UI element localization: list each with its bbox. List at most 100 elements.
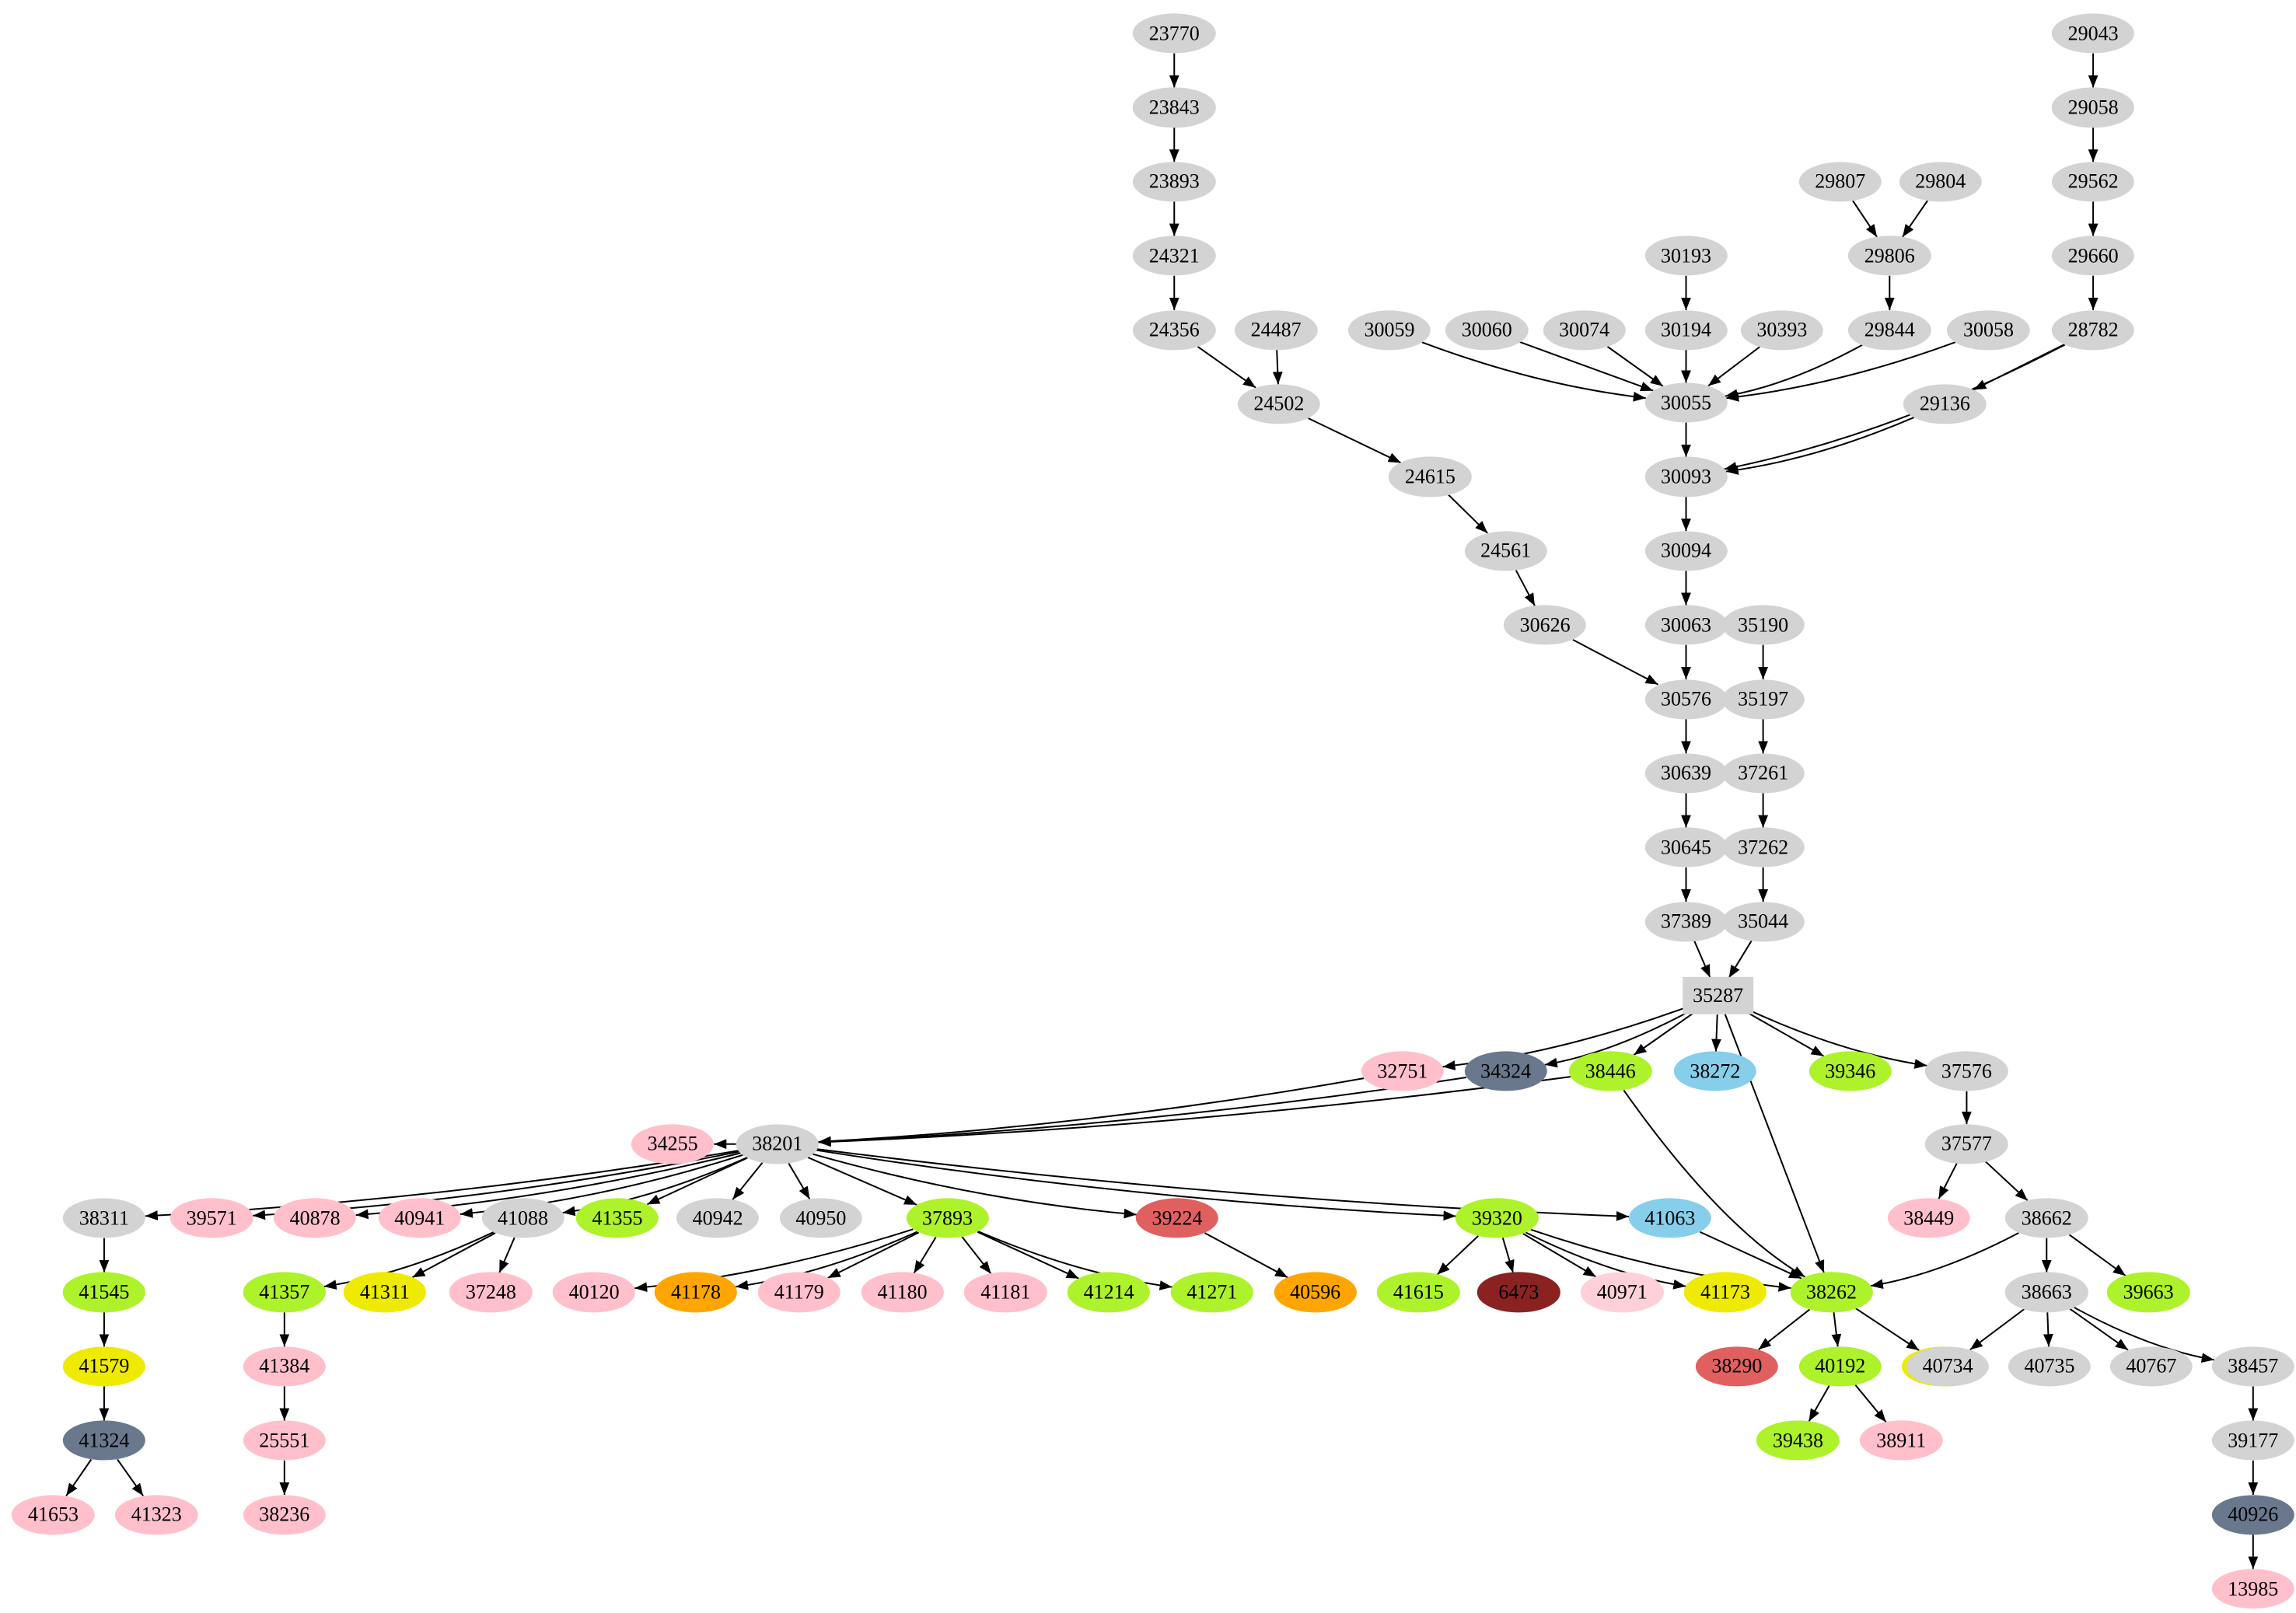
graph-node-41545[interactable]: 41545 [62, 1272, 146, 1313]
graph-node-41088[interactable]: 41088 [481, 1198, 564, 1238]
graph-node-38449[interactable]: 38449 [1887, 1198, 1970, 1238]
graph-node-29807[interactable]: 29807 [1798, 162, 1882, 202]
graph-node-39346[interactable]: 39346 [1808, 1051, 1892, 1091]
graph-node-41063[interactable]: 41063 [1628, 1198, 1712, 1238]
graph-node-24502[interactable]: 24502 [1237, 384, 1321, 424]
graph-node-40734[interactable]: 40734 [1906, 1346, 1990, 1387]
graph-node-39663[interactable]: 39663 [2106, 1272, 2190, 1313]
graph-node-38290[interactable]: 38290 [1695, 1346, 1779, 1387]
graph-node-41653[interactable]: 41653 [12, 1495, 95, 1535]
graph-node-41271[interactable]: 41271 [1170, 1272, 1254, 1313]
graph-node-39320[interactable]: 39320 [1456, 1198, 1539, 1238]
graph-node-6473[interactable]: 6473 [1477, 1272, 1560, 1313]
graph-node-41357[interactable]: 41357 [243, 1272, 326, 1313]
graph-node-29058[interactable]: 29058 [2051, 87, 2135, 127]
graph-node-38446[interactable]: 38446 [1569, 1051, 1652, 1091]
graph-node-29562[interactable]: 29562 [2051, 162, 2135, 202]
graph-node-40926[interactable]: 40926 [2211, 1495, 2294, 1535]
graph-node-41323[interactable]: 41323 [115, 1495, 198, 1535]
graph-node-41384[interactable]: 41384 [243, 1346, 326, 1387]
graph-node-40120[interactable]: 40120 [552, 1272, 636, 1313]
graph-node-30193[interactable]: 30193 [1644, 236, 1728, 276]
graph-node-41579[interactable]: 41579 [62, 1346, 146, 1387]
graph-node-41180[interactable]: 41180 [861, 1272, 944, 1313]
graph-node-30093[interactable]: 30093 [1644, 456, 1728, 497]
graph-node-37577[interactable]: 37577 [1925, 1124, 2008, 1164]
graph-node-24356[interactable]: 24356 [1133, 309, 1216, 351]
graph-node-30063[interactable]: 30063 [1644, 605, 1728, 645]
graph-node-23770[interactable]: 23770 [1133, 13, 1216, 54]
graph-node-29806[interactable]: 29806 [1848, 236, 1931, 276]
graph-node-35190[interactable]: 35190 [1721, 605, 1805, 645]
graph-node-37262[interactable]: 37262 [1721, 827, 1805, 868]
graph-node-37261[interactable]: 37261 [1721, 753, 1805, 794]
graph-node-38272[interactable]: 38272 [1673, 1051, 1757, 1091]
graph-node-41355[interactable]: 41355 [575, 1198, 659, 1238]
graph-node-35287[interactable]: 35287 [1682, 976, 1754, 1015]
graph-node-30058[interactable]: 30058 [1947, 309, 2030, 351]
graph-node-24321[interactable]: 24321 [1133, 236, 1216, 276]
graph-node-30576[interactable]: 30576 [1644, 679, 1728, 720]
graph-node-41181[interactable]: 41181 [964, 1272, 1047, 1313]
graph-node-32751[interactable]: 32751 [1361, 1051, 1445, 1091]
graph-node-38457[interactable]: 38457 [2211, 1346, 2294, 1387]
graph-node-29660[interactable]: 29660 [2051, 236, 2135, 276]
graph-node-40941[interactable]: 40941 [378, 1198, 461, 1238]
graph-node-41173[interactable]: 41173 [1683, 1272, 1767, 1313]
graph-node-40971[interactable]: 40971 [1581, 1272, 1664, 1313]
graph-node-30393[interactable]: 30393 [1740, 309, 1824, 351]
graph-node-34255[interactable]: 34255 [631, 1124, 715, 1164]
graph-node-37893[interactable]: 37893 [906, 1198, 989, 1238]
graph-node-41214[interactable]: 41214 [1067, 1272, 1151, 1313]
graph-node-39438[interactable]: 39438 [1756, 1420, 1840, 1461]
graph-node-30626[interactable]: 30626 [1503, 605, 1587, 645]
graph-node-37248[interactable]: 37248 [449, 1272, 533, 1313]
graph-node-28782[interactable]: 28782 [2051, 309, 2135, 351]
graph-node-30094[interactable]: 30094 [1644, 531, 1728, 571]
graph-node-13985[interactable]: 13985 [2211, 1569, 2294, 1609]
graph-node-35197[interactable]: 35197 [1721, 679, 1805, 720]
graph-node-29844[interactable]: 29844 [1848, 309, 1931, 351]
graph-node-41324[interactable]: 41324 [62, 1420, 146, 1461]
graph-node-30639[interactable]: 30639 [1644, 753, 1728, 794]
graph-node-40596[interactable]: 40596 [1274, 1272, 1357, 1313]
graph-node-30055[interactable]: 30055 [1644, 382, 1728, 423]
graph-node-24487[interactable]: 24487 [1234, 309, 1318, 351]
graph-node-40192[interactable]: 40192 [1798, 1346, 1882, 1387]
graph-node-41311[interactable]: 41311 [343, 1272, 427, 1313]
graph-node-40735[interactable]: 40735 [2008, 1346, 2092, 1387]
graph-node-29043[interactable]: 29043 [2051, 13, 2135, 54]
graph-node-39177[interactable]: 39177 [2211, 1420, 2294, 1461]
graph-node-38262[interactable]: 38262 [1790, 1272, 1873, 1313]
graph-node-39224[interactable]: 39224 [1135, 1198, 1219, 1238]
graph-node-24561[interactable]: 24561 [1464, 531, 1547, 571]
graph-node-30074[interactable]: 30074 [1543, 309, 1626, 351]
graph-node-25551[interactable]: 25551 [243, 1420, 326, 1461]
graph-node-24615[interactable]: 24615 [1389, 456, 1472, 497]
graph-node-29804[interactable]: 29804 [1899, 162, 1982, 202]
graph-node-40767[interactable]: 40767 [2109, 1346, 2193, 1387]
graph-node-35044[interactable]: 35044 [1721, 902, 1805, 942]
graph-node-30060[interactable]: 30060 [1445, 309, 1529, 351]
graph-node-39571[interactable]: 39571 [170, 1198, 253, 1238]
graph-node-38311[interactable]: 38311 [62, 1198, 146, 1238]
graph-node-41179[interactable]: 41179 [757, 1272, 840, 1313]
graph-node-29136[interactable]: 29136 [1903, 384, 1987, 424]
graph-node-41178[interactable]: 41178 [654, 1272, 738, 1313]
graph-node-23843[interactable]: 23843 [1133, 87, 1216, 127]
graph-node-23893[interactable]: 23893 [1133, 162, 1216, 202]
graph-node-38911[interactable]: 38911 [1860, 1420, 1943, 1461]
graph-node-40878[interactable]: 40878 [273, 1198, 357, 1238]
graph-node-41615[interactable]: 41615 [1377, 1272, 1460, 1313]
graph-node-37389[interactable]: 37389 [1644, 902, 1728, 942]
graph-node-38663[interactable]: 38663 [2005, 1272, 2088, 1313]
graph-node-38236[interactable]: 38236 [243, 1495, 326, 1535]
graph-node-40942[interactable]: 40942 [676, 1198, 760, 1238]
graph-node-30194[interactable]: 30194 [1644, 309, 1728, 351]
graph-node-34324[interactable]: 34324 [1464, 1051, 1547, 1091]
graph-node-38201[interactable]: 38201 [736, 1124, 819, 1164]
graph-node-40950[interactable]: 40950 [779, 1198, 863, 1238]
graph-node-37576[interactable]: 37576 [1925, 1051, 2008, 1091]
graph-node-30645[interactable]: 30645 [1644, 827, 1728, 868]
graph-node-38662[interactable]: 38662 [2005, 1198, 2088, 1238]
